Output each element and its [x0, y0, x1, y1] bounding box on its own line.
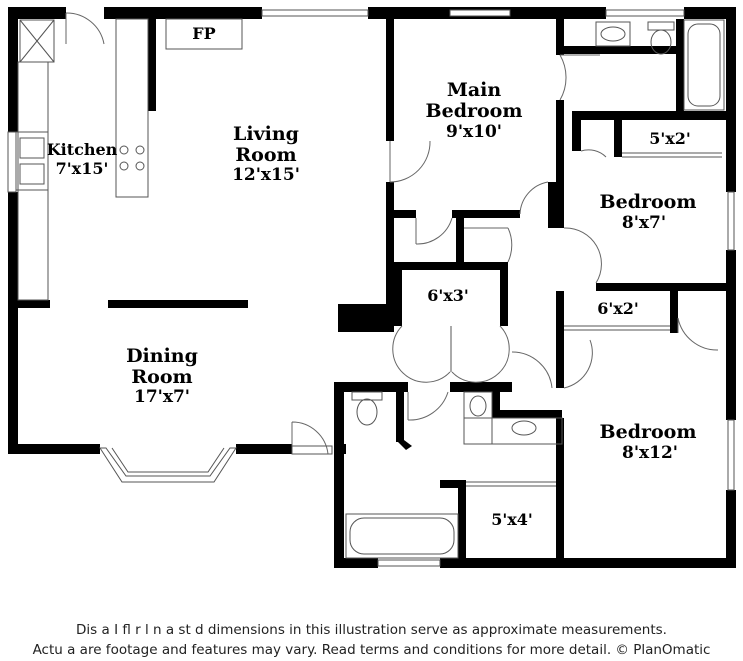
- kitchen-dims: 7'x15': [56, 159, 109, 178]
- bedroom-lower-name: Bedroom: [600, 421, 697, 443]
- room-labels: Kitchen 7'x15' FP Living Room 12'x15' Ma…: [47, 24, 697, 529]
- living-room-dims: 12'x15': [232, 165, 300, 185]
- dining-room-name-1: Dining: [126, 345, 198, 367]
- main-bedroom-name-1: Main: [447, 79, 502, 101]
- living-room-name-1: Living: [233, 123, 299, 145]
- disclaimer-line-1: Dis a I fl r l n a st d dimensions in th…: [76, 622, 667, 638]
- closet-top-right-dims: 5'x2': [649, 129, 691, 148]
- dining-room-name-2: Room: [131, 366, 192, 388]
- disclaimer-line-2: Actu a are footage and features may vary…: [32, 642, 711, 658]
- living-room-name-2: Room: [235, 144, 296, 166]
- closet-bottom-dims: 5'x4': [491, 510, 533, 529]
- main-bedroom-name-2: Bedroom: [426, 100, 523, 122]
- bedroom-upper-name: Bedroom: [600, 191, 697, 213]
- fixtures: [7, 9, 735, 567]
- bedroom-upper-dims: 8'x7': [622, 213, 666, 233]
- main-bedroom-dims: 9'x10': [446, 122, 502, 142]
- dining-room-dims: 17'x7': [134, 387, 190, 407]
- closet-mid-right-dims: 6'x2': [597, 299, 639, 318]
- walls: [8, 7, 736, 568]
- closet-hall-dims: 6'x3': [427, 286, 469, 305]
- kitchen-name: Kitchen: [47, 140, 118, 159]
- fireplace-label: FP: [192, 24, 215, 43]
- bedroom-lower-dims: 8'x12': [622, 443, 678, 463]
